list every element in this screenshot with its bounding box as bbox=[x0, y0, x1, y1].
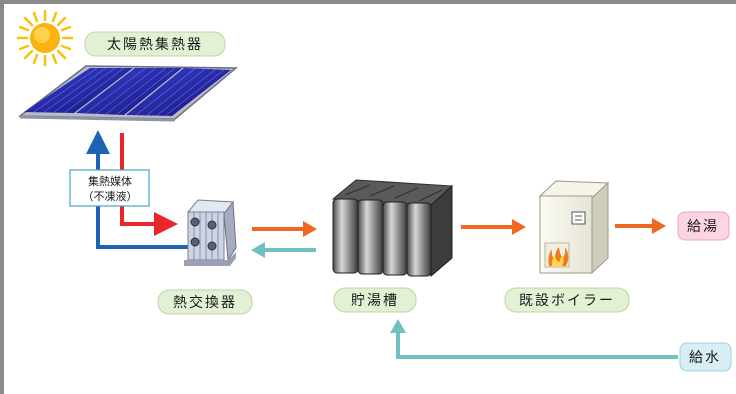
svg-text:給湯: 給湯 bbox=[687, 218, 719, 235]
storage-tank bbox=[331, 179, 454, 278]
svg-text:集熱媒体: 集熱媒体 bbox=[88, 174, 132, 188]
flow-arrow-to-exchanger bbox=[251, 242, 316, 258]
svg-text:（不凍液）: （不凍液） bbox=[83, 189, 138, 203]
flow-arrow-to-supply bbox=[615, 218, 666, 234]
svg-text:貯湯槽: 貯湯槽 bbox=[351, 292, 399, 309]
supply-pipe-red bbox=[120, 133, 178, 236]
svg-text:太陽熱集熱器: 太陽熱集熱器 bbox=[107, 36, 203, 53]
collector-label: 太陽熱集熱器 bbox=[84, 31, 226, 57]
svg-text:熱交換器: 熱交換器 bbox=[173, 294, 237, 311]
exchanger-label: 熱交換器 bbox=[157, 289, 253, 315]
boiler-label: 既設ボイラー bbox=[504, 287, 630, 313]
svg-text:既設ボイラー: 既設ボイラー bbox=[519, 293, 615, 309]
flow-arrow-to-boiler bbox=[461, 219, 526, 235]
svg-text:給水: 給水 bbox=[689, 350, 721, 366]
tank-label: 貯湯槽 bbox=[333, 287, 417, 313]
hot-water-supply-label: 給湯 bbox=[677, 211, 730, 241]
boiler bbox=[538, 180, 610, 275]
flow-arrow-to-tank bbox=[252, 221, 317, 237]
sun-icon bbox=[16, 9, 74, 67]
heat-exchanger bbox=[184, 199, 237, 266]
solar-collector bbox=[17, 65, 239, 122]
flame-icon bbox=[548, 247, 569, 266]
cold-water-inlet-pipe bbox=[390, 319, 678, 359]
heat-medium-label: 集熱媒体 （不凍液） bbox=[69, 169, 150, 207]
water-inlet-label: 給水 bbox=[679, 342, 732, 372]
